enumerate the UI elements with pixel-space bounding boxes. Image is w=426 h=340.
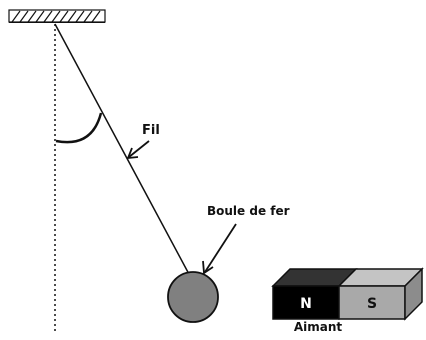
ceiling-support [8,9,106,23]
label-north-pole: N [300,296,312,312]
fil-arrow [126,140,150,160]
bar-magnet: N S [271,267,424,321]
angle-arc [55,112,103,144]
magnet-north-face [272,285,340,320]
label-south-pole: S [367,296,377,312]
label-ball: Boule de fer [207,204,290,218]
label-fil: Fil [142,123,160,138]
magnet-side [404,267,423,321]
label-magnet: Aimant [294,320,343,334]
ball-arrow [202,223,237,275]
magnet-south-face [338,285,406,320]
iron-ball [167,271,219,323]
pendulum-thread [54,23,191,277]
